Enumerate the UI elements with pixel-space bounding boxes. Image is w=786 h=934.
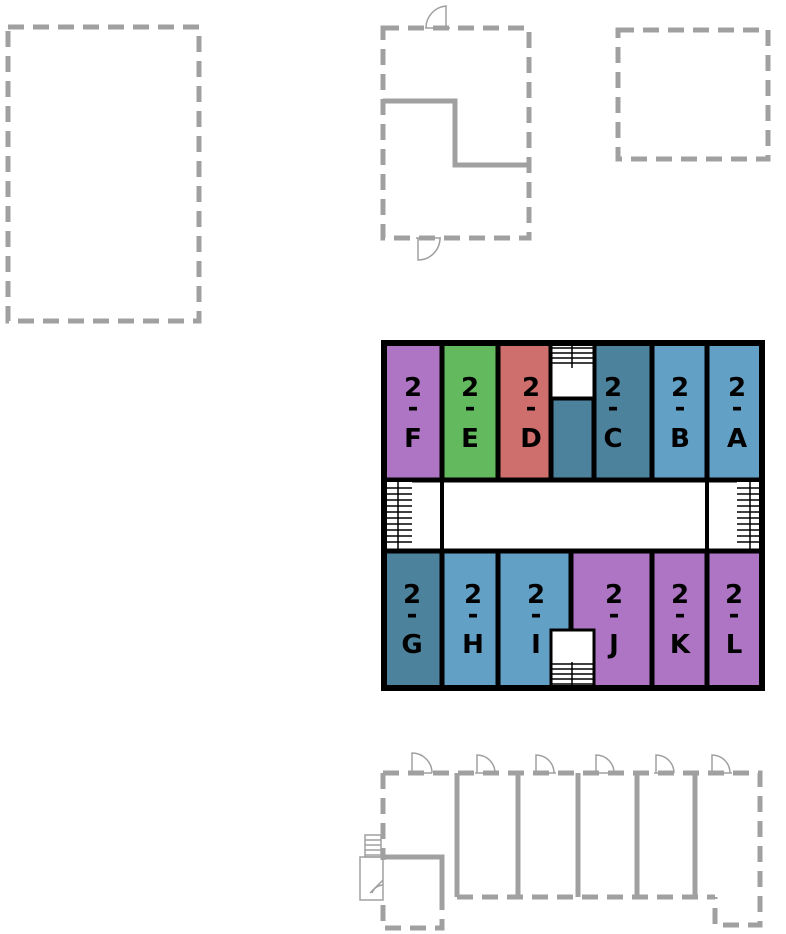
svg-text:L: L [726, 630, 743, 660]
unit-2-D[interactable] [495, 340, 554, 483]
unit-label-2-A: 2 - A [727, 373, 747, 454]
svg-text:G: G [401, 630, 422, 660]
svg-text:-: - [675, 393, 686, 423]
unit-label-2-H: 2 - H [462, 580, 484, 660]
svg-text:-: - [608, 393, 619, 423]
svg-text:A: A [727, 424, 747, 454]
outline-building-left [5, 24, 202, 324]
door-icon [654, 754, 675, 774]
outline-building-bottom [359, 752, 763, 931]
svg-text:-: - [729, 600, 740, 630]
svg-text:-: - [526, 393, 537, 423]
unit-label-2-D: 2 - D [520, 373, 542, 454]
svg-text:2: 2 [605, 580, 623, 610]
unit-label-2-G: 2 - G [401, 580, 422, 660]
svg-text:-: - [468, 600, 479, 630]
svg-text:I: I [531, 630, 541, 660]
svg-text:2: 2 [725, 580, 743, 610]
svg-text:2: 2 [728, 373, 746, 403]
door-icon [425, 5, 450, 29]
door-icon [410, 752, 433, 774]
unit-label-2-L: 2 - L [725, 580, 743, 660]
svg-text:F: F [404, 424, 422, 454]
svg-text:2: 2 [527, 580, 545, 610]
svg-text:2: 2 [522, 373, 540, 403]
svg-text:-: - [408, 393, 419, 423]
svg-text:-: - [465, 393, 476, 423]
unit-2-C-ext [548, 395, 597, 483]
svg-text:-: - [732, 393, 743, 423]
door-icon [534, 754, 556, 774]
stair-top [549, 341, 596, 400]
svg-text:D: D [520, 424, 542, 454]
svg-text:2: 2 [671, 373, 689, 403]
unit-label-2-C: 2 - C [603, 373, 622, 454]
svg-text:-: - [675, 600, 686, 630]
door-icon [710, 754, 732, 774]
svg-text:J: J [607, 630, 619, 660]
svg-text:-: - [609, 600, 620, 630]
svg-text:2: 2 [604, 373, 622, 403]
svg-text:E: E [461, 424, 479, 454]
door-icon [369, 879, 384, 894]
unit-label-2-F: 2 - F [404, 373, 422, 454]
svg-text:2: 2 [404, 373, 422, 403]
stair-bottom [549, 628, 596, 690]
door-icon [594, 754, 616, 774]
unit-label-2-I: 2 - I [527, 580, 545, 660]
unit-label-2-K: 2 - K [670, 580, 691, 660]
svg-text:-: - [531, 600, 542, 630]
svg-text:2: 2 [461, 373, 479, 403]
stair-right [737, 482, 762, 549]
svg-text:-: - [407, 600, 418, 630]
door-icon [475, 754, 497, 774]
unit-label-2-B: 2 - B [670, 373, 690, 454]
svg-text:2: 2 [403, 580, 421, 610]
unit-label-2-J: 2 - J [605, 580, 623, 660]
stair-left [384, 482, 412, 549]
outline-building-top-middle [380, 5, 532, 261]
corridor [442, 484, 707, 549]
outline-building-top-right [615, 27, 771, 162]
svg-text:B: B [670, 424, 690, 454]
svg-text:C: C [603, 424, 622, 454]
svg-text:2: 2 [464, 580, 482, 610]
unit-2-E[interactable] [439, 340, 501, 483]
unit-label-2-E: 2 - E [461, 373, 479, 454]
unit-2-C[interactable] [591, 340, 655, 483]
door-icon [416, 237, 441, 261]
svg-text:2: 2 [671, 580, 689, 610]
svg-text:H: H [462, 630, 484, 660]
svg-text:K: K [670, 630, 691, 660]
floor-2-plan: 2 - F 2 - E 2 - D 2 - C 2 - B 2 - A [381, 340, 765, 691]
